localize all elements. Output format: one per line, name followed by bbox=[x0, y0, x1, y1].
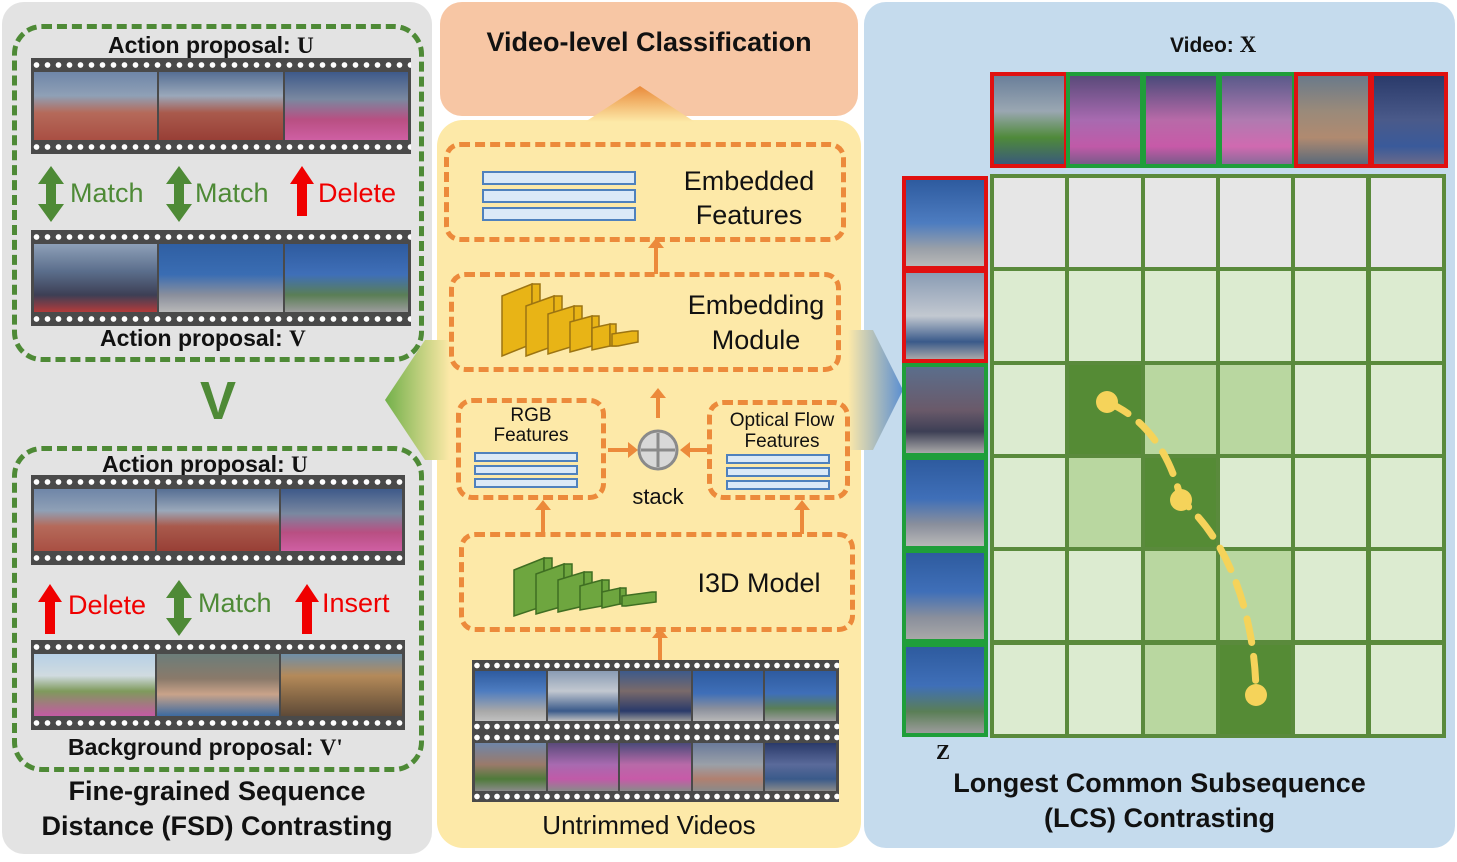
film-strip-v bbox=[31, 230, 411, 326]
arrow-up-1 bbox=[648, 238, 664, 274]
lcs-title-line2: (LCS) Contrasting bbox=[1044, 803, 1275, 833]
lcs-cell bbox=[1366, 640, 1446, 738]
flow-feature-stack bbox=[726, 454, 830, 493]
lcs-cell bbox=[1291, 174, 1371, 272]
fsd-title-line2: Distance (FSD) Contrasting bbox=[41, 811, 393, 841]
untrimmed-film-1 bbox=[472, 660, 839, 732]
lcs-cell bbox=[1366, 547, 1446, 645]
embedded-features-label: Embedded Features bbox=[683, 166, 815, 230]
lcs-cell bbox=[990, 453, 1070, 552]
fsd-action-group bbox=[12, 24, 424, 362]
lcs-cell bbox=[990, 640, 1070, 738]
lcs-title-line1: Longest Common Subsequence bbox=[953, 768, 1366, 798]
video-x-frame bbox=[990, 72, 1068, 168]
lcs-cell bbox=[1291, 453, 1371, 552]
arrow-up-videos bbox=[652, 628, 668, 662]
arrow-left-flow bbox=[680, 442, 710, 458]
lcs-cell bbox=[1366, 453, 1446, 552]
i3d-model-box bbox=[459, 532, 855, 632]
arrow-up-flow bbox=[794, 500, 810, 534]
up-arrow bbox=[585, 86, 695, 122]
lcs-cell bbox=[1366, 360, 1446, 458]
untrimmed-film-2 bbox=[472, 732, 839, 802]
video-z-frame bbox=[902, 642, 988, 737]
i3d-model-label: I3D Model bbox=[697, 568, 821, 598]
proposal-v-label: Action proposal: V bbox=[100, 325, 306, 351]
op-label: Delete bbox=[68, 590, 147, 620]
op-label: Insert bbox=[322, 588, 390, 618]
insert-arrow bbox=[295, 584, 319, 634]
arrow-up-2 bbox=[650, 388, 666, 418]
lcs-path bbox=[1096, 391, 1267, 706]
lcs-cell bbox=[1065, 453, 1145, 552]
video-x-frame bbox=[1294, 72, 1372, 168]
rgb-features-box bbox=[456, 398, 606, 500]
match-arrow-2 bbox=[166, 166, 192, 222]
lcs-cell bbox=[990, 360, 1070, 458]
video-z-frame bbox=[902, 549, 988, 644]
lcs-cell bbox=[990, 267, 1070, 365]
lcs-cell bbox=[1291, 640, 1371, 738]
lcs-cell bbox=[1291, 360, 1371, 458]
arrow-up-rgb bbox=[535, 500, 551, 534]
lcs-cell bbox=[990, 174, 1070, 272]
video-x-frame bbox=[1066, 72, 1144, 168]
op-label: Match bbox=[195, 178, 269, 208]
video-classification-title: Video-level Classification bbox=[486, 27, 812, 57]
delete-arrow-1 bbox=[290, 166, 314, 216]
op-label: Match bbox=[70, 178, 144, 208]
z-label: Z bbox=[936, 740, 951, 764]
lcs-cell bbox=[990, 547, 1070, 645]
video-x-label: Video: X bbox=[1170, 32, 1257, 57]
arrow-right-rgb bbox=[608, 442, 638, 458]
video-x-frame bbox=[1370, 72, 1448, 168]
op-label: Match bbox=[198, 588, 272, 618]
optical-flow-box bbox=[707, 400, 850, 500]
video-x-frame bbox=[1218, 72, 1296, 168]
embedded-features-box bbox=[444, 142, 846, 242]
lcs-cell bbox=[1366, 174, 1446, 272]
op-label: Delete bbox=[318, 178, 397, 208]
background-proposal-label: Background proposal: V' bbox=[68, 734, 343, 760]
lcs-cell bbox=[1366, 267, 1446, 365]
embedded-feature-stack bbox=[482, 171, 636, 225]
fsd-background-group bbox=[12, 446, 424, 772]
lcs-cell bbox=[1215, 267, 1296, 365]
lcs-cell bbox=[1065, 174, 1145, 272]
left-arrow bbox=[385, 340, 450, 460]
comparison-symbol: V bbox=[200, 371, 237, 431]
lcs-cell bbox=[1140, 267, 1220, 365]
delete-arrow-2 bbox=[38, 584, 62, 634]
embedding-module-icon bbox=[501, 282, 639, 358]
lcs-cell bbox=[1065, 267, 1145, 365]
rgb-feature-stack bbox=[474, 452, 578, 491]
film-strip-background bbox=[31, 640, 405, 730]
lcs-cell bbox=[1291, 267, 1371, 365]
i3d-model-icon bbox=[513, 556, 657, 618]
video-x-frame bbox=[1142, 72, 1220, 168]
lcs-cell bbox=[1215, 174, 1296, 272]
video-z-frame bbox=[902, 176, 988, 270]
lcs-cell bbox=[1291, 547, 1371, 645]
film-strip-u bbox=[31, 58, 411, 154]
proposal-u2-label: Action proposal: U bbox=[102, 451, 308, 477]
embedding-module-box bbox=[449, 272, 841, 372]
match-arrow-1 bbox=[38, 166, 64, 222]
video-z-frame bbox=[902, 362, 988, 457]
fsd-title-line1: Fine-grained Sequence bbox=[68, 776, 366, 806]
rgb-features-label: RGB Features bbox=[493, 405, 569, 446]
video-z-frame bbox=[902, 455, 988, 550]
lcs-cell bbox=[1140, 174, 1220, 272]
video-z-frame bbox=[902, 269, 988, 364]
optical-flow-label: Optical Flow Features bbox=[729, 410, 835, 452]
untrimmed-videos-label: Untrimmed Videos bbox=[542, 810, 756, 840]
right-arrow bbox=[848, 330, 903, 450]
stack-plus-icon bbox=[637, 429, 679, 471]
match-arrow-3 bbox=[166, 580, 192, 636]
stack-label: stack bbox=[632, 484, 684, 509]
film-strip-u2 bbox=[31, 475, 405, 565]
proposal-u-label: Action proposal: U bbox=[108, 32, 314, 58]
embedding-module-label: Embedding Module bbox=[687, 290, 825, 355]
